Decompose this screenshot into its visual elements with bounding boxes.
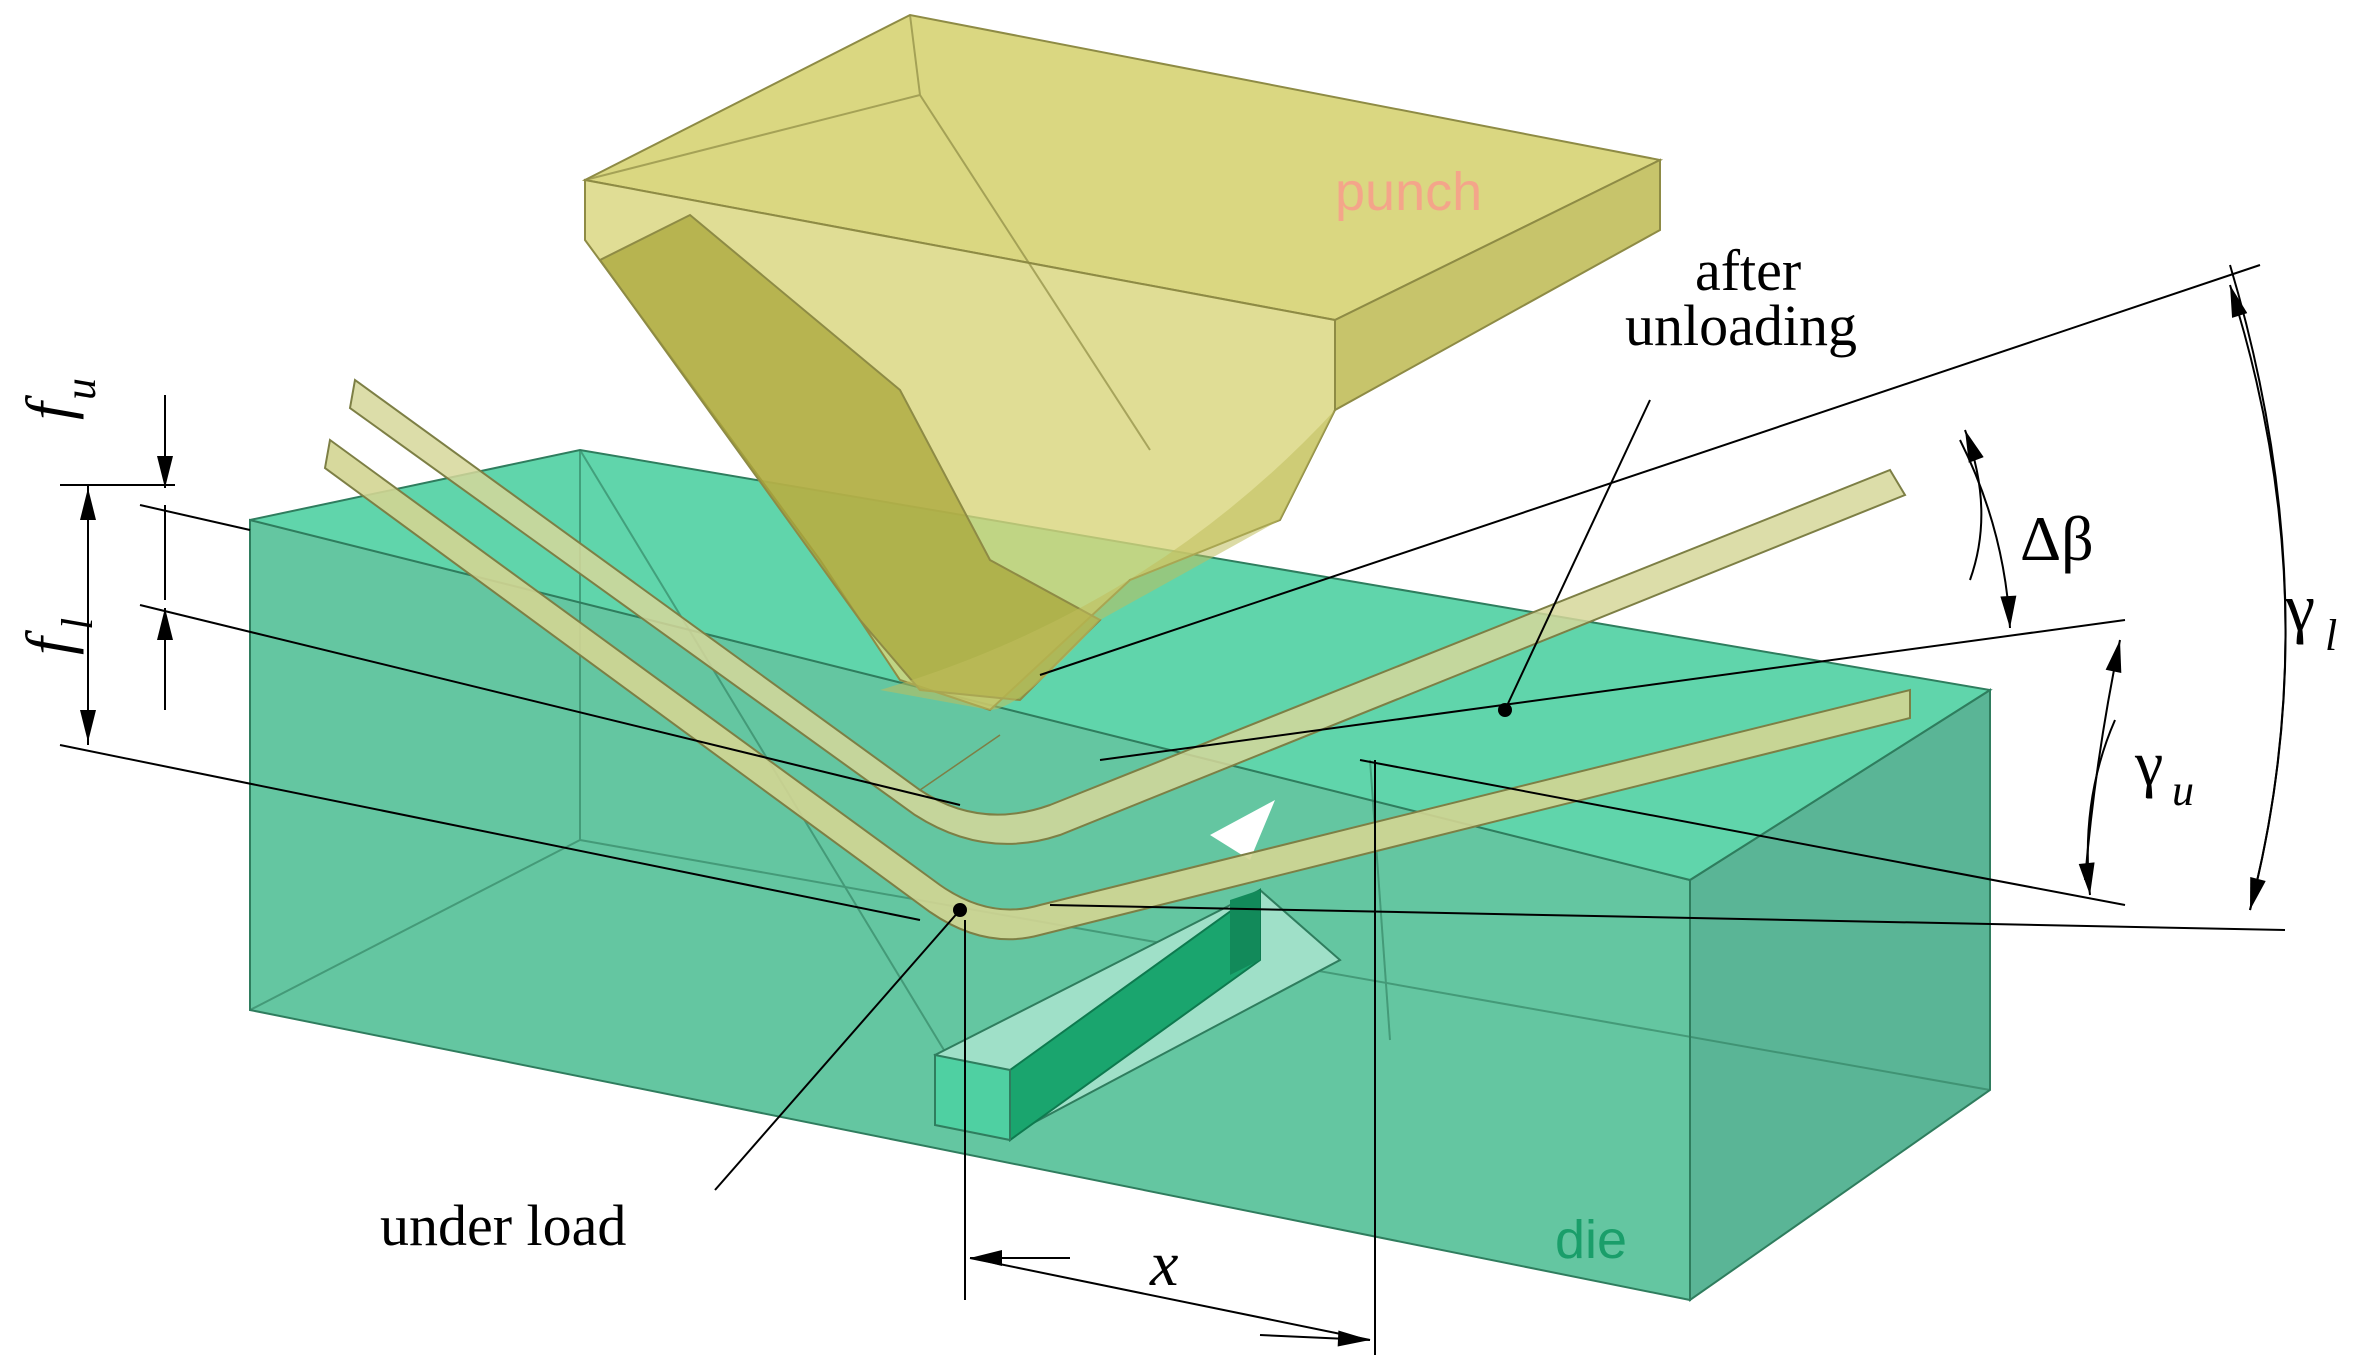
delta-beta-label: Δβ (2020, 503, 2094, 574)
punch-body (581, 13, 1664, 712)
f-u-label: f u (13, 378, 105, 420)
x-label: x (1149, 1228, 1178, 1299)
die-label: die (1555, 1210, 1627, 1270)
svg-text:u: u (56, 378, 105, 400)
sheet-after-unloading (348, 378, 1907, 845)
punch-overlap (880, 410, 1335, 710)
gamma-u-label: γ u (2134, 728, 2194, 815)
after-unloading-label-1: after (1695, 238, 1801, 303)
sheet-under-load (323, 438, 1911, 941)
svg-text:γ: γ (2134, 728, 2163, 799)
under-load-point (953, 903, 967, 917)
die-insert (933, 888, 1342, 1142)
after-unloading-label-2: unloading (1625, 293, 1857, 358)
punch-label: punch (1335, 162, 1482, 222)
svg-text:l: l (53, 618, 102, 630)
svg-text:γ: γ (2284, 569, 2315, 645)
under-load-label: under load (380, 1193, 626, 1258)
svg-text:f: f (13, 629, 84, 655)
dimension-lines (59, 264, 2287, 1355)
svg-text:u: u (2172, 766, 2194, 815)
after-unloading-point (1498, 703, 1512, 717)
svg-text:l: l (2325, 611, 2337, 660)
die-groove (1210, 800, 1275, 860)
gamma-l-label: γ l (2284, 569, 2337, 660)
